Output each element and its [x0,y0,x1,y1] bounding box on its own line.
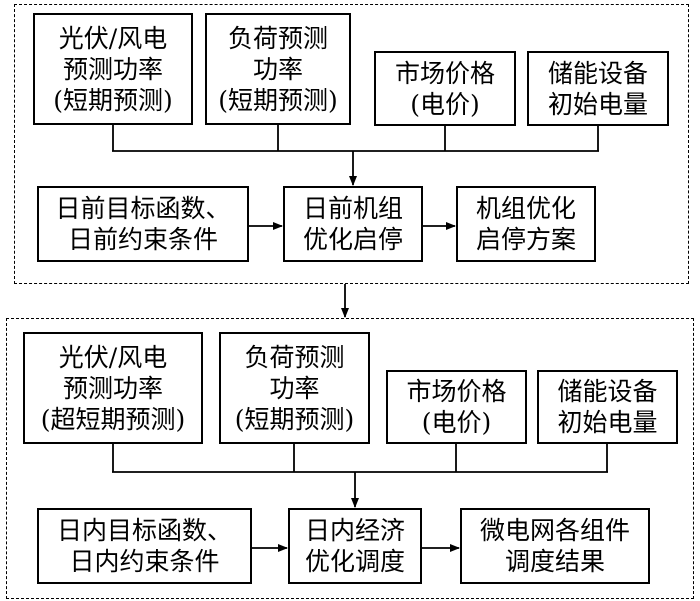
box-line: 负荷预测 [227,23,328,53]
box-line: 日前机组 [302,194,403,223]
box-line: 储能设备 [547,58,648,88]
box-line: 优化调度 [304,547,405,576]
box-line: 日内经济 [304,516,405,545]
intraday-market-price-box: 市场价格 (电价) [386,370,527,444]
box-line: (电价) [410,89,480,119]
box-line: 日前目标函数、 [55,194,231,223]
box-line: 日内约束条件 [69,547,220,576]
box-line: 负荷预测 [244,342,345,372]
box-line: 预测功率 [62,373,163,403]
day-ahead-unit-commitment-box: 日前机组 优化启停 [283,186,423,262]
box-line: 功率 [269,373,320,403]
box-line: 初始电量 [547,89,648,119]
box-line: 市场价格 [394,58,495,88]
day-ahead-load-forecast-box: 负荷预测 功率 (短期预测) [205,13,351,125]
box-line: 启停方案 [475,225,576,254]
box-line: 优化启停 [302,225,403,254]
box-line: 机组优化 [475,194,576,223]
box-line: 预测功率 [62,54,163,84]
intraday-stage-group [6,318,694,599]
day-ahead-market-price-box: 市场价格 (电价) [374,51,516,126]
intraday-objective-constraints-box: 日内目标函数、 日内约束条件 [37,508,252,584]
box-line: 功率 [252,54,303,84]
intraday-economic-dispatch-box: 日内经济 优化调度 [288,508,422,584]
box-line: (电价) [421,408,492,437]
box-line: (短期预测) [218,85,338,115]
day-ahead-stage-group [14,4,689,284]
day-ahead-storage-initial-energy-box: 储能设备 初始电量 [527,51,669,126]
box-line: 储能设备 [557,377,658,406]
box-line: 市场价格 [406,377,507,406]
box-line: 初始电量 [557,408,658,437]
box-line: 日前约束条件 [67,225,218,254]
box-line: 日内目标函数、 [56,516,232,545]
day-ahead-objective-constraints-box: 日前目标函数、 日前约束条件 [37,186,249,262]
intraday-load-forecast-box: 负荷预测 功率 (短期预测) [219,332,370,444]
box-line: 调度结果 [504,547,605,576]
box-line: (超短期预测) [40,404,186,434]
box-line: 光伏/风电 [58,23,168,53]
intraday-dispatch-result-box: 微电网各组件 调度结果 [460,508,650,584]
box-line: 光伏/风电 [58,342,168,372]
box-line: 微电网各组件 [479,516,630,545]
intraday-storage-initial-energy-box: 储能设备 初始电量 [537,370,678,444]
box-line: (短期预测) [234,404,355,434]
day-ahead-commitment-plan-box: 机组优化 启停方案 [456,186,596,262]
day-ahead-pv-wind-forecast-box: 光伏/风电 预测功率 (短期预测) [33,13,193,125]
intraday-pv-wind-forecast-box: 光伏/风电 预测功率 (超短期预测) [23,332,203,444]
box-line: (短期预测) [53,85,173,115]
